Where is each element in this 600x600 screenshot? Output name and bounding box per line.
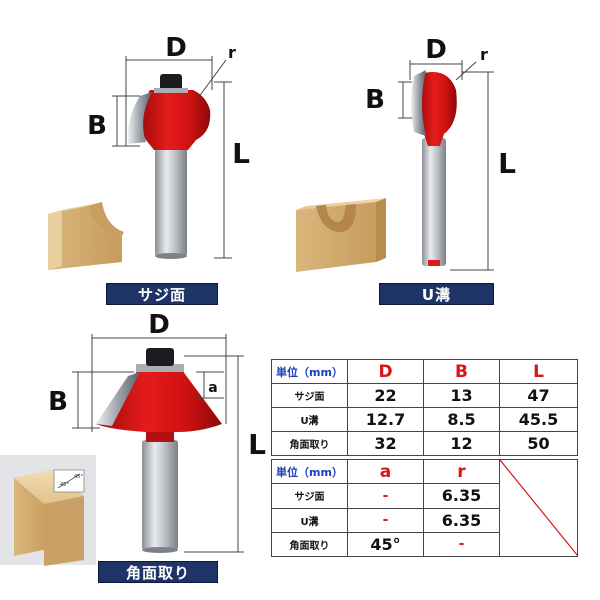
ogee-bearing [160, 74, 182, 92]
cell-value: 45° [347, 531, 424, 558]
cell-value: 6.35 [423, 507, 500, 533]
ogee-blade [127, 92, 152, 144]
table-row: サジ面 22 13 47 [271, 383, 578, 408]
cell-value: - [423, 531, 500, 558]
table-row: 単位（mm） D B L [271, 359, 578, 384]
u-groove-bit [411, 70, 457, 266]
cell-value: 50 [499, 431, 578, 456]
cell-value: 8.5 [423, 407, 500, 432]
cell-value: 32 [347, 431, 424, 456]
u-dimensions [398, 60, 494, 271]
chamfer-blade [96, 372, 140, 426]
row-label: 角面取り [271, 431, 348, 456]
angle-label-45-bottom: 45° [60, 482, 69, 488]
column-header-l: L [499, 359, 578, 384]
chamfer-wood-sample: 45° 45° [0, 455, 96, 566]
ogee-shank [155, 148, 187, 256]
cell-value: 13 [423, 383, 500, 408]
table-row: U溝 12.7 8.5 45.5 [271, 407, 578, 432]
u-label-d: D [425, 35, 447, 65]
chamfer-shank [142, 440, 178, 550]
row-label: U溝 [271, 407, 348, 432]
cell-value: 45.5 [499, 407, 578, 432]
ogee-label-d: D [165, 33, 187, 63]
u-label-l: L [498, 147, 516, 180]
table-row: 角面取り 45° - [271, 531, 578, 558]
angle-label-45-top: 45° [74, 474, 83, 480]
caption-ogee: サジ面 [106, 283, 218, 305]
u-blade [411, 70, 426, 136]
column-header-b: B [423, 359, 500, 384]
chamfer-bit [96, 348, 222, 553]
not-applicable-cell [499, 459, 578, 557]
row-label: サジ面 [271, 383, 348, 408]
unit-header: 単位（mm） [271, 359, 348, 384]
chamfer-bearing [146, 348, 174, 366]
spec-table-ar: 単位（mm） a r サジ面 - 6.35 U溝 - 6.35 角面取り 45°… [271, 458, 578, 558]
cell-value: 12 [423, 431, 500, 456]
table-row: サジ面 - 6.35 [271, 483, 578, 509]
diagonal-strike [500, 460, 577, 556]
ogee-label-r: r [228, 43, 236, 62]
chamfer-label-b: B [48, 387, 68, 417]
unit-header: 単位（mm） [271, 458, 348, 485]
ogee-label-l: L [232, 137, 250, 170]
ogee-bit [127, 74, 211, 259]
ogee-wood-sample [48, 202, 124, 270]
row-label: サジ面 [271, 483, 348, 509]
column-header-d: D [347, 359, 424, 384]
caption-u-groove: U溝 [379, 283, 494, 305]
u-shank [422, 138, 446, 266]
table-row: U溝 - 6.35 [271, 507, 578, 533]
ogee-label-b: B [87, 111, 107, 141]
cell-value: 47 [499, 383, 578, 408]
table-row: 単位（mm） a r [271, 458, 578, 557]
u-label-r: r [480, 45, 488, 64]
cell-value: 12.7 [347, 407, 424, 432]
cell-value: - [347, 507, 424, 533]
chamfer-label-d: D [148, 310, 170, 340]
cell-value: 6.35 [423, 483, 500, 509]
row-label: U溝 [271, 507, 348, 533]
spec-table-dbl: 単位（mm） D B L サジ面 22 13 47 U溝 12.7 8.5 45… [271, 359, 578, 456]
cell-value: 22 [347, 383, 424, 408]
chamfer-label-a: a [208, 380, 217, 396]
ogee-dimensions [112, 56, 232, 259]
u-cutter-body [418, 72, 457, 146]
table-row: 角面取り 32 12 50 [271, 431, 578, 456]
u-label-b: B [365, 85, 385, 115]
u-wood-sample [296, 198, 386, 272]
chamfer-label-l: L [248, 428, 266, 461]
column-header-r: r [423, 458, 500, 485]
chamfer-dimensions [72, 334, 244, 553]
ogee-cutter-body [139, 90, 211, 150]
row-label: 角面取り [271, 531, 348, 558]
cell-value: - [347, 483, 424, 509]
column-header-a: a [347, 458, 424, 485]
caption-chamfer: 角面取り [98, 561, 218, 583]
